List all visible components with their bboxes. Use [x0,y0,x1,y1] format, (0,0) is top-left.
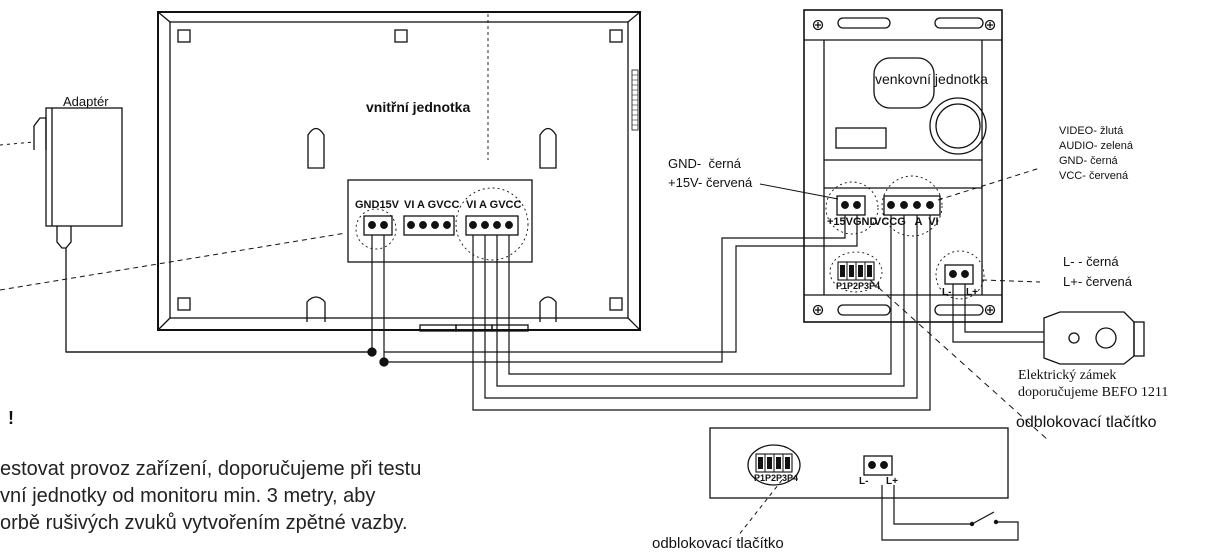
leader-line-signal [937,167,1041,201]
outdoor-power-terminal [825,181,879,235]
outdoor-signal-terminal-label: VCCG A VI [874,216,939,228]
wire-junction-1 [367,347,377,357]
signal-wire-vcc-label: VCC- červená [1059,170,1129,182]
outdoor-unit-label: venkovní jednotka [875,71,988,87]
electric-lock-icon [1043,311,1145,365]
outdoor-power-terminal-label: +15VGND [827,216,878,228]
leader-line-unlock-bottom [737,479,783,537]
indoor-unit-label: vnitřní jednotka [366,99,471,115]
indoor-signal-terminal-b [455,187,529,261]
warning-line-3: orbě rušivých zvuků vytvořením zpětné va… [0,512,408,534]
adapter-label: Adaptér [63,94,109,109]
leader-line-power [759,183,839,200]
outdoor-jumper-label: P1P2P3P4 [836,281,881,291]
indoor-power-terminal-label: GND15V [355,199,400,211]
signal-wire-video-label: VIDEO- žlutá [1059,125,1124,137]
leader-line-unlock [869,279,1049,441]
leader-line-left-bottom [0,232,347,291]
unlock-terminal-plus-label: L+ [886,476,898,487]
outdoor-lock-plus-label: L+ [966,287,978,298]
indoor-unit [157,11,641,332]
lock-wire-plus-label: L+- červená [1063,274,1133,289]
unlock-button-label-right: odblokovací tlačítko [1016,414,1157,431]
outdoor-signal-terminal [881,175,943,237]
unlock-terminal-minus-label: L- [859,476,869,487]
adapter-icon [33,107,372,353]
lock-label-line2: doporučujeme BEFO 1211 [1018,385,1169,400]
unlock-jumper-label: P1P2P3P4 [754,473,799,483]
outdoor-unit [803,9,1003,323]
lock-label-line1: Elektrický zámek [1018,368,1117,383]
wires [66,215,1044,541]
indoor-signal-terminal-b-label: VI A GVCC [466,199,522,211]
outdoor-jumper-block [829,251,883,293]
outdoor-lock-minus-label: L- [942,287,952,298]
indoor-signal-terminal-a [403,215,455,236]
indoor-power-terminal [355,208,397,250]
leader-line-lock [981,279,1041,283]
warning-mark: ! [8,408,14,428]
warning-line-2: vní jednotky od monitoru min. 3 metry, a… [0,485,376,507]
warning-line-1: estovat provoz zařízení, doporučujeme př… [0,458,422,480]
leader-line-left-top [0,141,35,146]
lock-wire-minus-label: L- - černá [1063,254,1119,269]
unlock-button-panel [709,427,1009,499]
wire-junction-2 [379,357,389,367]
power-wire-15v-label: +15V- červená [668,175,753,190]
signal-wire-gnd-label: GND- černá [1059,155,1118,167]
unlock-button-label-bottom: odblokovací tlačítko [652,535,784,552]
power-wire-gnd-label: GND- černá [668,156,741,171]
signal-wire-audio-label: AUDIO- zelená [1059,140,1133,152]
outdoor-lock-terminal [935,250,985,300]
indoor-signal-terminal-a-label: VI A GVCC [404,199,460,211]
